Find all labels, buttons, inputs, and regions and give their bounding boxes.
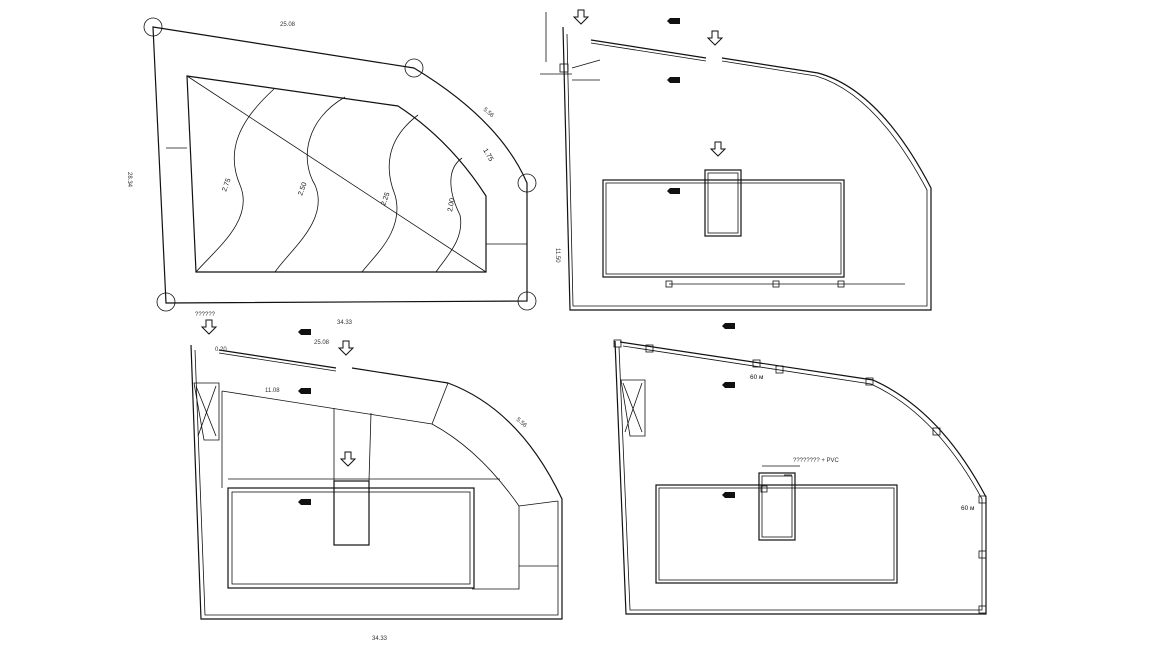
label-tag-icon: [298, 388, 311, 394]
plan-a-corner-marker: [156, 292, 176, 312]
arrow-down-icon: [201, 319, 217, 335]
contour-line: [435, 157, 463, 273]
plan-d-dim-60-right: 60 м: [961, 505, 975, 512]
contour-label: 2.25: [380, 191, 391, 206]
plan-a-contour-site: 25.08 28.34 34.33 5.56 2.75 2.50 2.25 2.…: [126, 17, 537, 326]
plan-a-corner-marker: [404, 58, 424, 78]
arrow-down-icon: [340, 451, 356, 467]
label-tag-icon: [722, 323, 735, 329]
plan-b-spa: [704, 169, 742, 237]
plan-b-dim-left: 11.50: [554, 248, 560, 263]
contour-label: 1.75: [481, 148, 494, 163]
plan-c-dim-arc: 5.56: [515, 417, 528, 430]
plan-a-boundary: [152, 26, 528, 304]
arrow-down-icon: [710, 141, 726, 157]
contour-label: 2.50: [297, 181, 308, 196]
plan-a-footprint: [186, 75, 487, 273]
contour-label: 2.75: [221, 177, 232, 192]
plan-c-dim-top-left: 0.20: [215, 347, 227, 353]
label-tag-icon: [667, 77, 680, 83]
plan-b-boundary: [562, 26, 932, 311]
plan-a-dim-top: 25.08: [280, 22, 296, 28]
label-tag-icon: [667, 18, 680, 24]
plan-c-dim-top: 25.08: [314, 340, 330, 346]
plan-c-note-top: ??????: [195, 312, 216, 318]
plan-c-dim-bottom: 34.33: [372, 636, 388, 642]
plan-c-site: ?????? 0.20 25.08 11.08 5.56 34.33: [190, 312, 563, 642]
plan-a-diagonal: [186, 75, 487, 273]
arrow-down-icon: [338, 340, 354, 356]
contour-label: 2.00: [447, 198, 456, 213]
plan-c-spa: [333, 480, 370, 546]
plan-b-site: 11.50: [540, 9, 932, 329]
contour-line: [195, 88, 275, 273]
label-tag-icon: [298, 499, 311, 505]
plan-c-boundary: [190, 344, 563, 620]
plan-d-dim-60-top: 60 м: [750, 374, 764, 381]
plan-a-dim-bottom: 34.33: [337, 320, 353, 326]
plan-a-dim-arc: 5.56: [482, 107, 495, 120]
arrow-down-icon: [707, 30, 723, 46]
plan-a-corner-marker: [517, 291, 537, 311]
contour-line: [361, 114, 419, 273]
plan-d-site: 60 м 60 м ???????? + PVC: [613, 339, 987, 615]
label-tag-icon: [298, 329, 311, 335]
contour-line: [274, 96, 346, 273]
label-tag-icon: [722, 382, 735, 388]
plan-a-corner-marker: [517, 173, 537, 193]
label-tag-icon: [667, 188, 680, 194]
plan-d-boundary: [614, 340, 987, 615]
plan-d-pvc-note: ???????? + PVC: [793, 458, 840, 464]
plan-d-spa: [758, 472, 796, 541]
plan-a-corner-marker: [143, 17, 163, 37]
plan-d-pool: [655, 484, 898, 584]
plan-a-dim-left: 28.34: [126, 172, 132, 188]
arrow-down-icon: [573, 9, 589, 25]
plan-c-dim-inner: 11.08: [265, 388, 280, 394]
plan-b-pool: [602, 179, 845, 278]
plan-c-pool: [227, 487, 475, 589]
label-tag-icon: [722, 492, 735, 498]
